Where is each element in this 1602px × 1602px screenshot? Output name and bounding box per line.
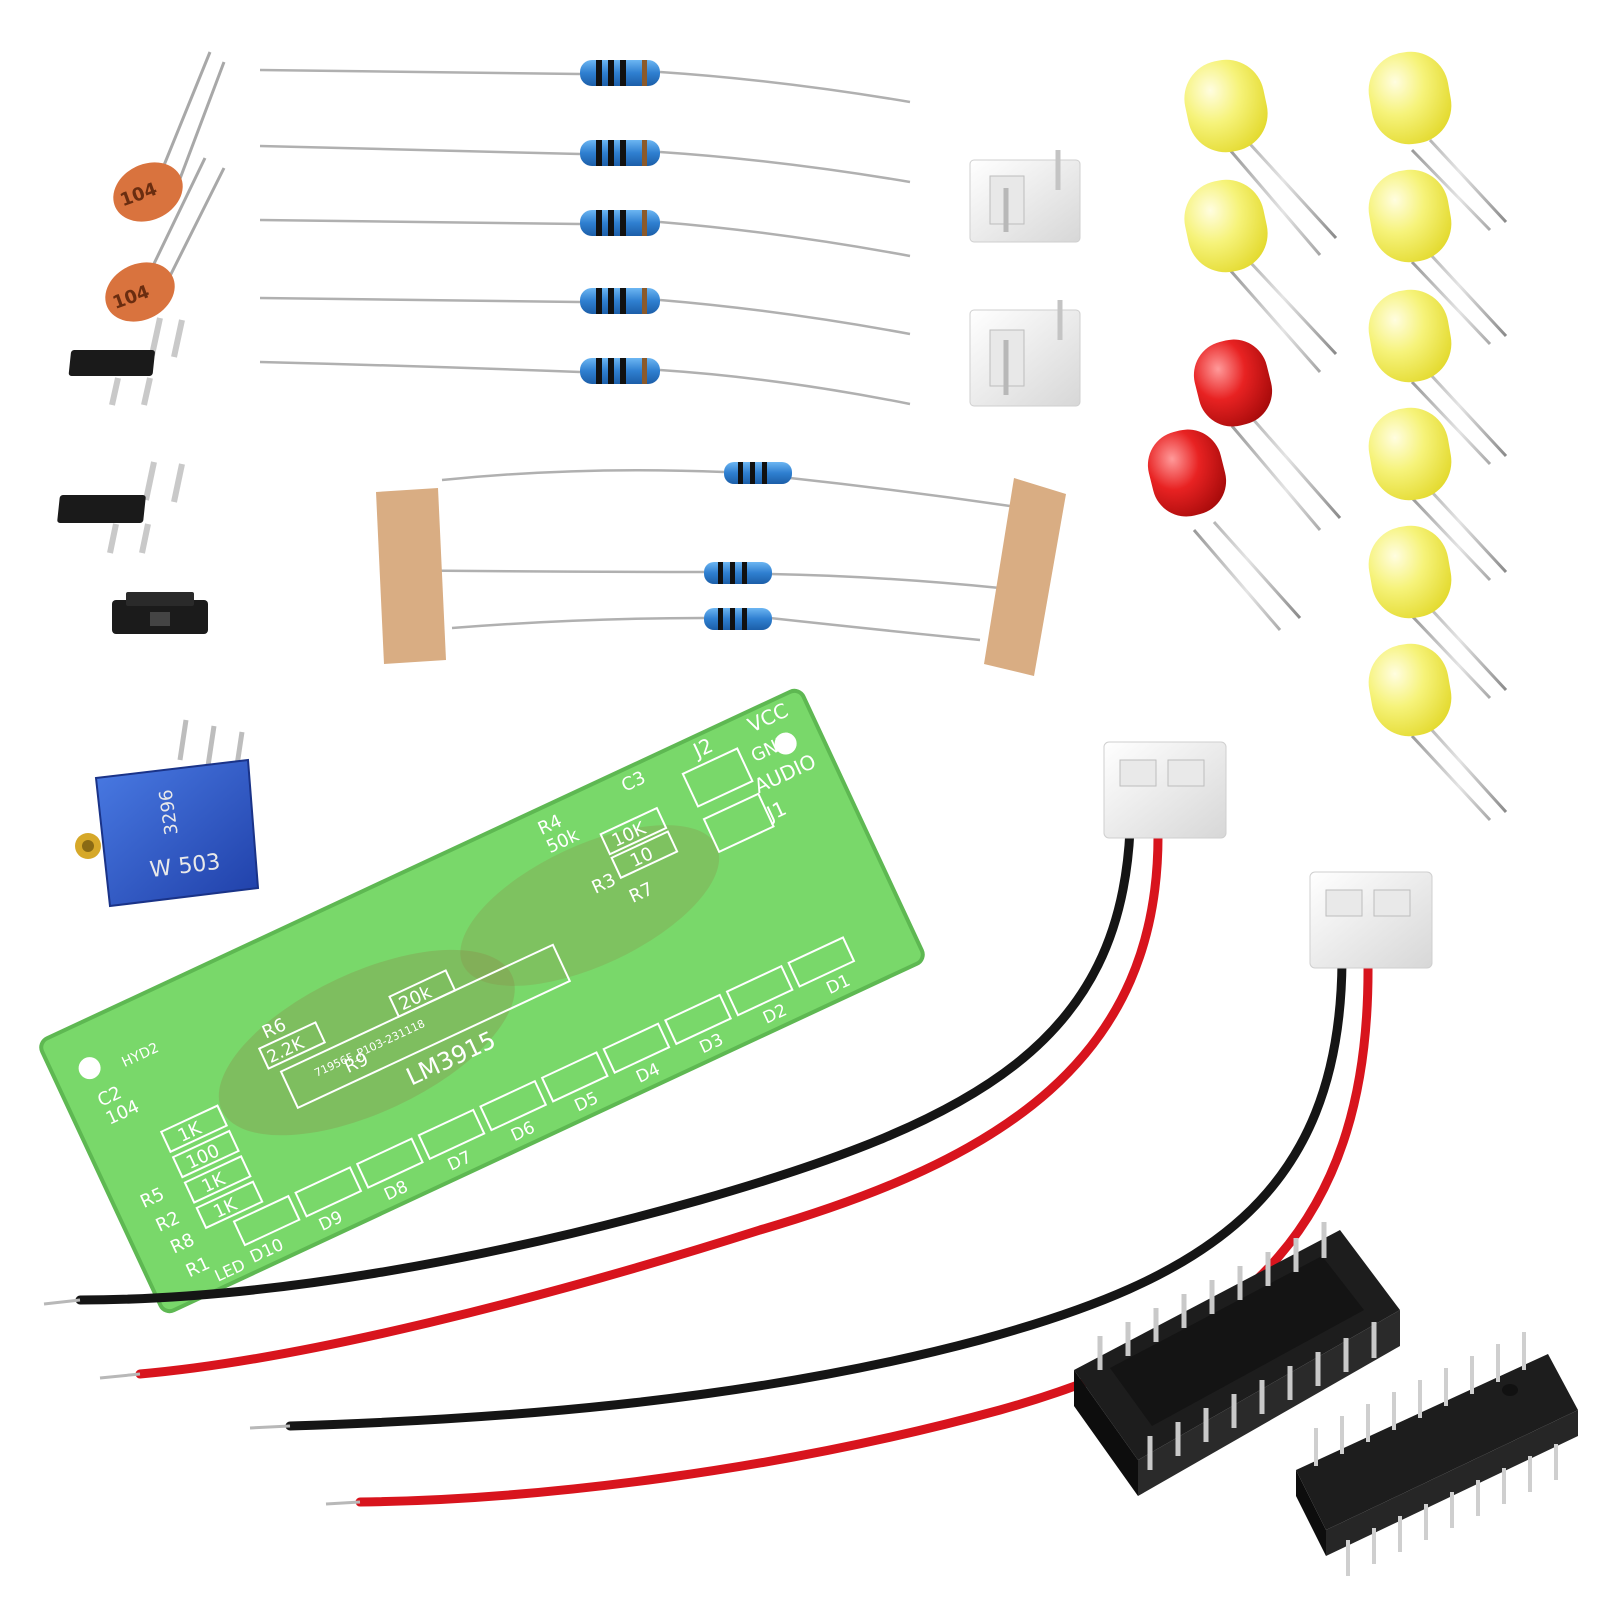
yellow-led-8: [1368, 643, 1508, 822]
jumper-cap: [112, 592, 208, 634]
trimmer-potentiometer: 3296 W 503: [75, 719, 260, 908]
pcb-mounting-hole-left: [78, 1057, 101, 1080]
resistor-7: [704, 562, 772, 584]
yellow-led-2: [1184, 179, 1338, 373]
tape-right: [984, 478, 1066, 676]
pcb-board: LM3915 71956F_P103-231118 J2 VCC GND AUD…: [39, 688, 925, 1314]
resistor-2: [259, 140, 911, 184]
resistor-1: [259, 60, 911, 104]
cable-1-connector: [1103, 741, 1227, 839]
ceramic-capacitor-2: 104: [105, 157, 226, 322]
cable-1-black-wire: [75, 825, 1135, 1305]
pin-header-2: [57, 461, 185, 554]
cable-assembly-2: [249, 871, 1433, 1507]
cable-assembly-1: [43, 741, 1227, 1380]
resistor-stack: [259, 60, 911, 406]
resistor-8: [704, 608, 772, 630]
xh-socket-1: [969, 150, 1081, 243]
pcb-diode-d10: D10: [232, 1194, 301, 1268]
yellow-led-1: [1184, 59, 1338, 256]
yellow-led-5: [1368, 289, 1508, 466]
pcb-mounting-hole-right: [774, 732, 797, 755]
resistor-3: [259, 210, 911, 258]
yellow-led-7: [1368, 525, 1508, 700]
dip-socket-pins: [1097, 1222, 1377, 1470]
ceramic-capacitor-1: 104: [113, 51, 226, 222]
pin-header-1: [68, 317, 185, 406]
cable-2-red-wire: [355, 959, 1373, 1507]
yellow-led-3: [1368, 51, 1508, 232]
tape-left: [376, 488, 446, 664]
yellow-led-6: [1368, 407, 1508, 582]
cable-2-connector: [1309, 871, 1433, 969]
red-led-1: [1193, 339, 1342, 531]
resistor-6: [724, 462, 792, 484]
resistor-5: [259, 358, 911, 406]
ic-chip-dip18: [1296, 1332, 1578, 1576]
cable-2-black-wire: [285, 957, 1347, 1431]
xh-socket-2: [969, 300, 1081, 407]
ic-chip-pins: [1314, 1332, 1558, 1576]
dip-18-socket: [1074, 1222, 1400, 1496]
cable-1-red-wire: [135, 827, 1163, 1379]
taped-resistor-strip: [376, 462, 1066, 676]
red-led-2: [1147, 429, 1302, 631]
resistor-4: [259, 288, 911, 336]
yellow-led-4: [1368, 169, 1508, 346]
led-array: [1147, 51, 1508, 822]
